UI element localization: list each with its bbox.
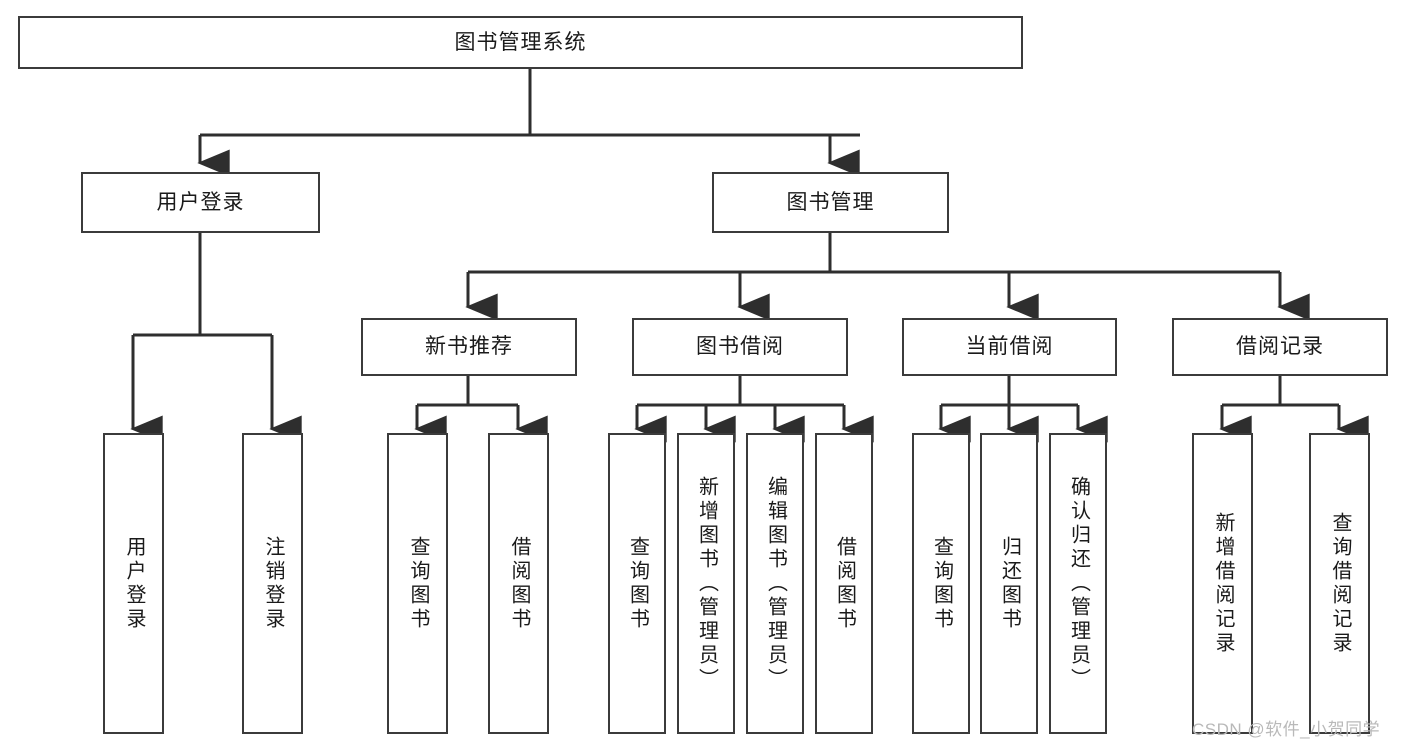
node-label: 查询图书 [930, 535, 953, 632]
leaf-user-login-login[interactable]: 用户登录 [103, 433, 164, 734]
node-label: 查询图书 [407, 535, 429, 632]
node-user-login[interactable]: 用户登录 [81, 172, 320, 233]
leaf-user-login-logout[interactable]: 注销登录 [242, 433, 303, 734]
node-label: 借阅图书 [508, 535, 530, 632]
node-label: 查询借阅记录 [1329, 511, 1351, 656]
node-label: 新增借阅记录 [1212, 511, 1234, 656]
leaf-borrow-query-book[interactable]: 查询图书 [608, 433, 666, 734]
node-label: 归还图书 [998, 535, 1021, 632]
csdn-watermark: CSDN @软件_小贺同学 [1192, 720, 1381, 739]
leaf-record-query-record[interactable]: 查询借阅记录 [1309, 433, 1370, 734]
leaf-new-book-query[interactable]: 查询图书 [387, 433, 448, 734]
leaf-current-confirm-return-admin[interactable]: 确认归还（管理员） [1049, 433, 1107, 734]
node-root-system[interactable]: 图书管理系统 [18, 16, 1023, 69]
node-book-management[interactable]: 图书管理 [712, 172, 949, 233]
leaf-borrow-edit-book-admin[interactable]: 编辑图书（管理员） [746, 433, 804, 734]
node-label: 借阅图书 [833, 535, 856, 632]
node-label: 用户登录 [156, 190, 245, 214]
node-label: 新书推荐 [425, 335, 513, 359]
leaf-current-query-book[interactable]: 查询图书 [912, 433, 970, 734]
node-label: 图书借阅 [696, 335, 784, 359]
leaf-new-book-borrow[interactable]: 借阅图书 [488, 433, 549, 734]
node-label: 编辑图书（管理员） [764, 475, 787, 692]
node-label: 确认归还（管理员） [1067, 475, 1090, 692]
leaf-current-return-book[interactable]: 归还图书 [980, 433, 1038, 734]
node-label: 借阅记录 [1236, 335, 1324, 359]
node-label: 图书管理 [786, 190, 875, 214]
node-label: 新增图书（管理员） [695, 475, 718, 692]
node-new-book-recommend[interactable]: 新书推荐 [361, 318, 577, 376]
node-label: 查询图书 [626, 535, 649, 632]
node-borrow-record[interactable]: 借阅记录 [1172, 318, 1388, 376]
leaf-record-add-record[interactable]: 新增借阅记录 [1192, 433, 1253, 734]
node-label: 图书管理系统 [454, 30, 587, 54]
leaf-borrow-add-book-admin[interactable]: 新增图书（管理员） [677, 433, 735, 734]
node-label: 注销登录 [262, 535, 284, 632]
node-current-borrow[interactable]: 当前借阅 [902, 318, 1117, 376]
leaf-borrow-borrow-book[interactable]: 借阅图书 [815, 433, 873, 734]
node-label: 用户登录 [123, 535, 145, 632]
node-label: 当前借阅 [965, 335, 1054, 359]
node-book-borrow[interactable]: 图书借阅 [632, 318, 848, 376]
